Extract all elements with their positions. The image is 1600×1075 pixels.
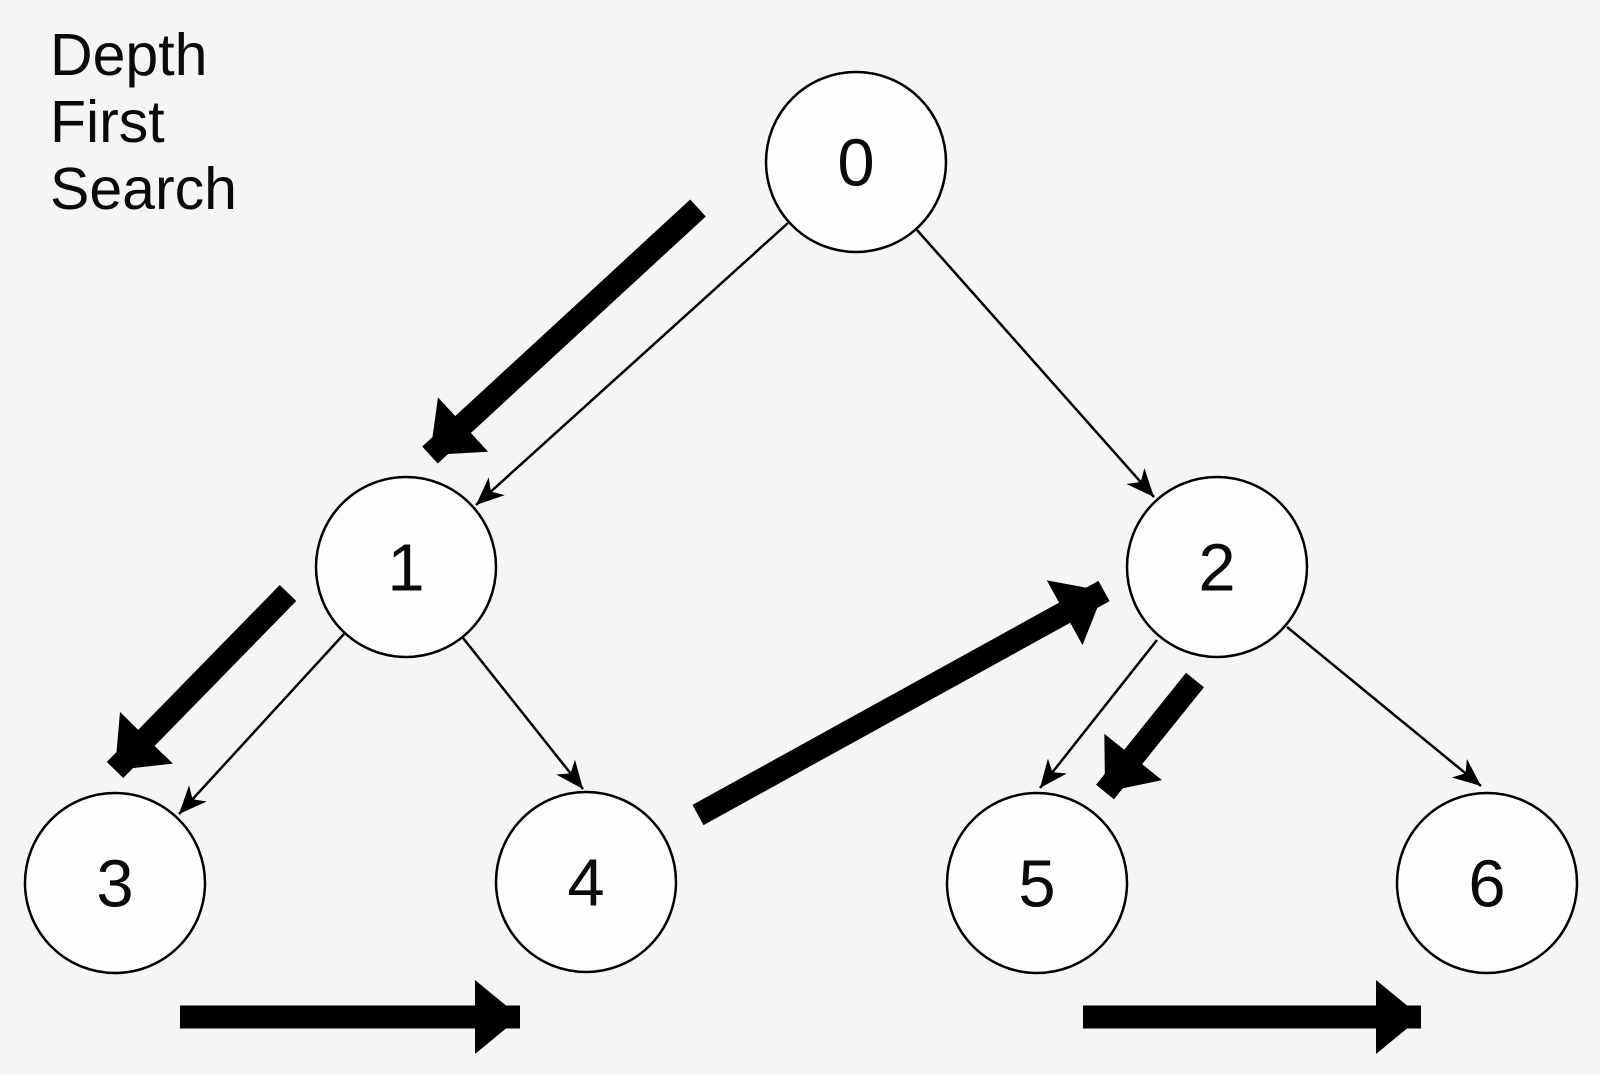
tree-edge-0-1 — [475, 222, 789, 506]
tree-node-4: 4 — [494, 790, 678, 974]
tree-edge-1-4 — [462, 637, 584, 790]
node-1-circle — [314, 475, 498, 659]
tree-node-0: 0 — [764, 70, 948, 254]
node-2-label: 2 — [1198, 531, 1235, 606]
tree-edge-0-2 — [916, 229, 1155, 498]
node-2-circle — [1125, 475, 1309, 659]
dfs-arrow-2-5 — [1096, 672, 1204, 800]
tree-node-1: 1 — [314, 475, 498, 659]
node-6-label: 6 — [1468, 847, 1505, 922]
tree-edges — [178, 222, 1482, 815]
node-5-label: 5 — [1018, 847, 1055, 922]
tree-nodes: 0 1 2 3 4 5 6 — [23, 70, 1579, 975]
node-3-label: 3 — [96, 847, 133, 922]
tree-edge-2-6 — [1286, 626, 1482, 787]
tree-edge-2-5 — [1039, 639, 1158, 789]
dfs-arrow-4-2 — [692, 580, 1110, 826]
tree-node-2: 2 — [1125, 475, 1309, 659]
tree-edge-1-3 — [178, 633, 345, 815]
node-4-circle — [494, 790, 678, 974]
dfs-arrow-0-1 — [422, 199, 706, 464]
node-3-circle — [23, 791, 207, 975]
title-line-3: Search — [50, 156, 237, 222]
tree-node-3: 3 — [23, 791, 207, 975]
node-4-label: 4 — [567, 846, 604, 921]
node-5-circle — [945, 791, 1129, 975]
dfs-arrow-1-3 — [106, 584, 297, 779]
title-line-1: Depth — [50, 22, 208, 88]
node-0-label: 0 — [837, 126, 874, 201]
node-1-label: 1 — [387, 531, 424, 606]
node-0-circle — [764, 70, 948, 254]
dfs-traversal-arrows — [106, 199, 1421, 1054]
node-6-circle — [1395, 791, 1579, 975]
tree-node-6: 6 — [1395, 791, 1579, 975]
tree-node-5: 5 — [945, 791, 1129, 975]
diagram-title: Depth First Search — [50, 22, 237, 223]
title-line-2: First — [50, 89, 165, 155]
